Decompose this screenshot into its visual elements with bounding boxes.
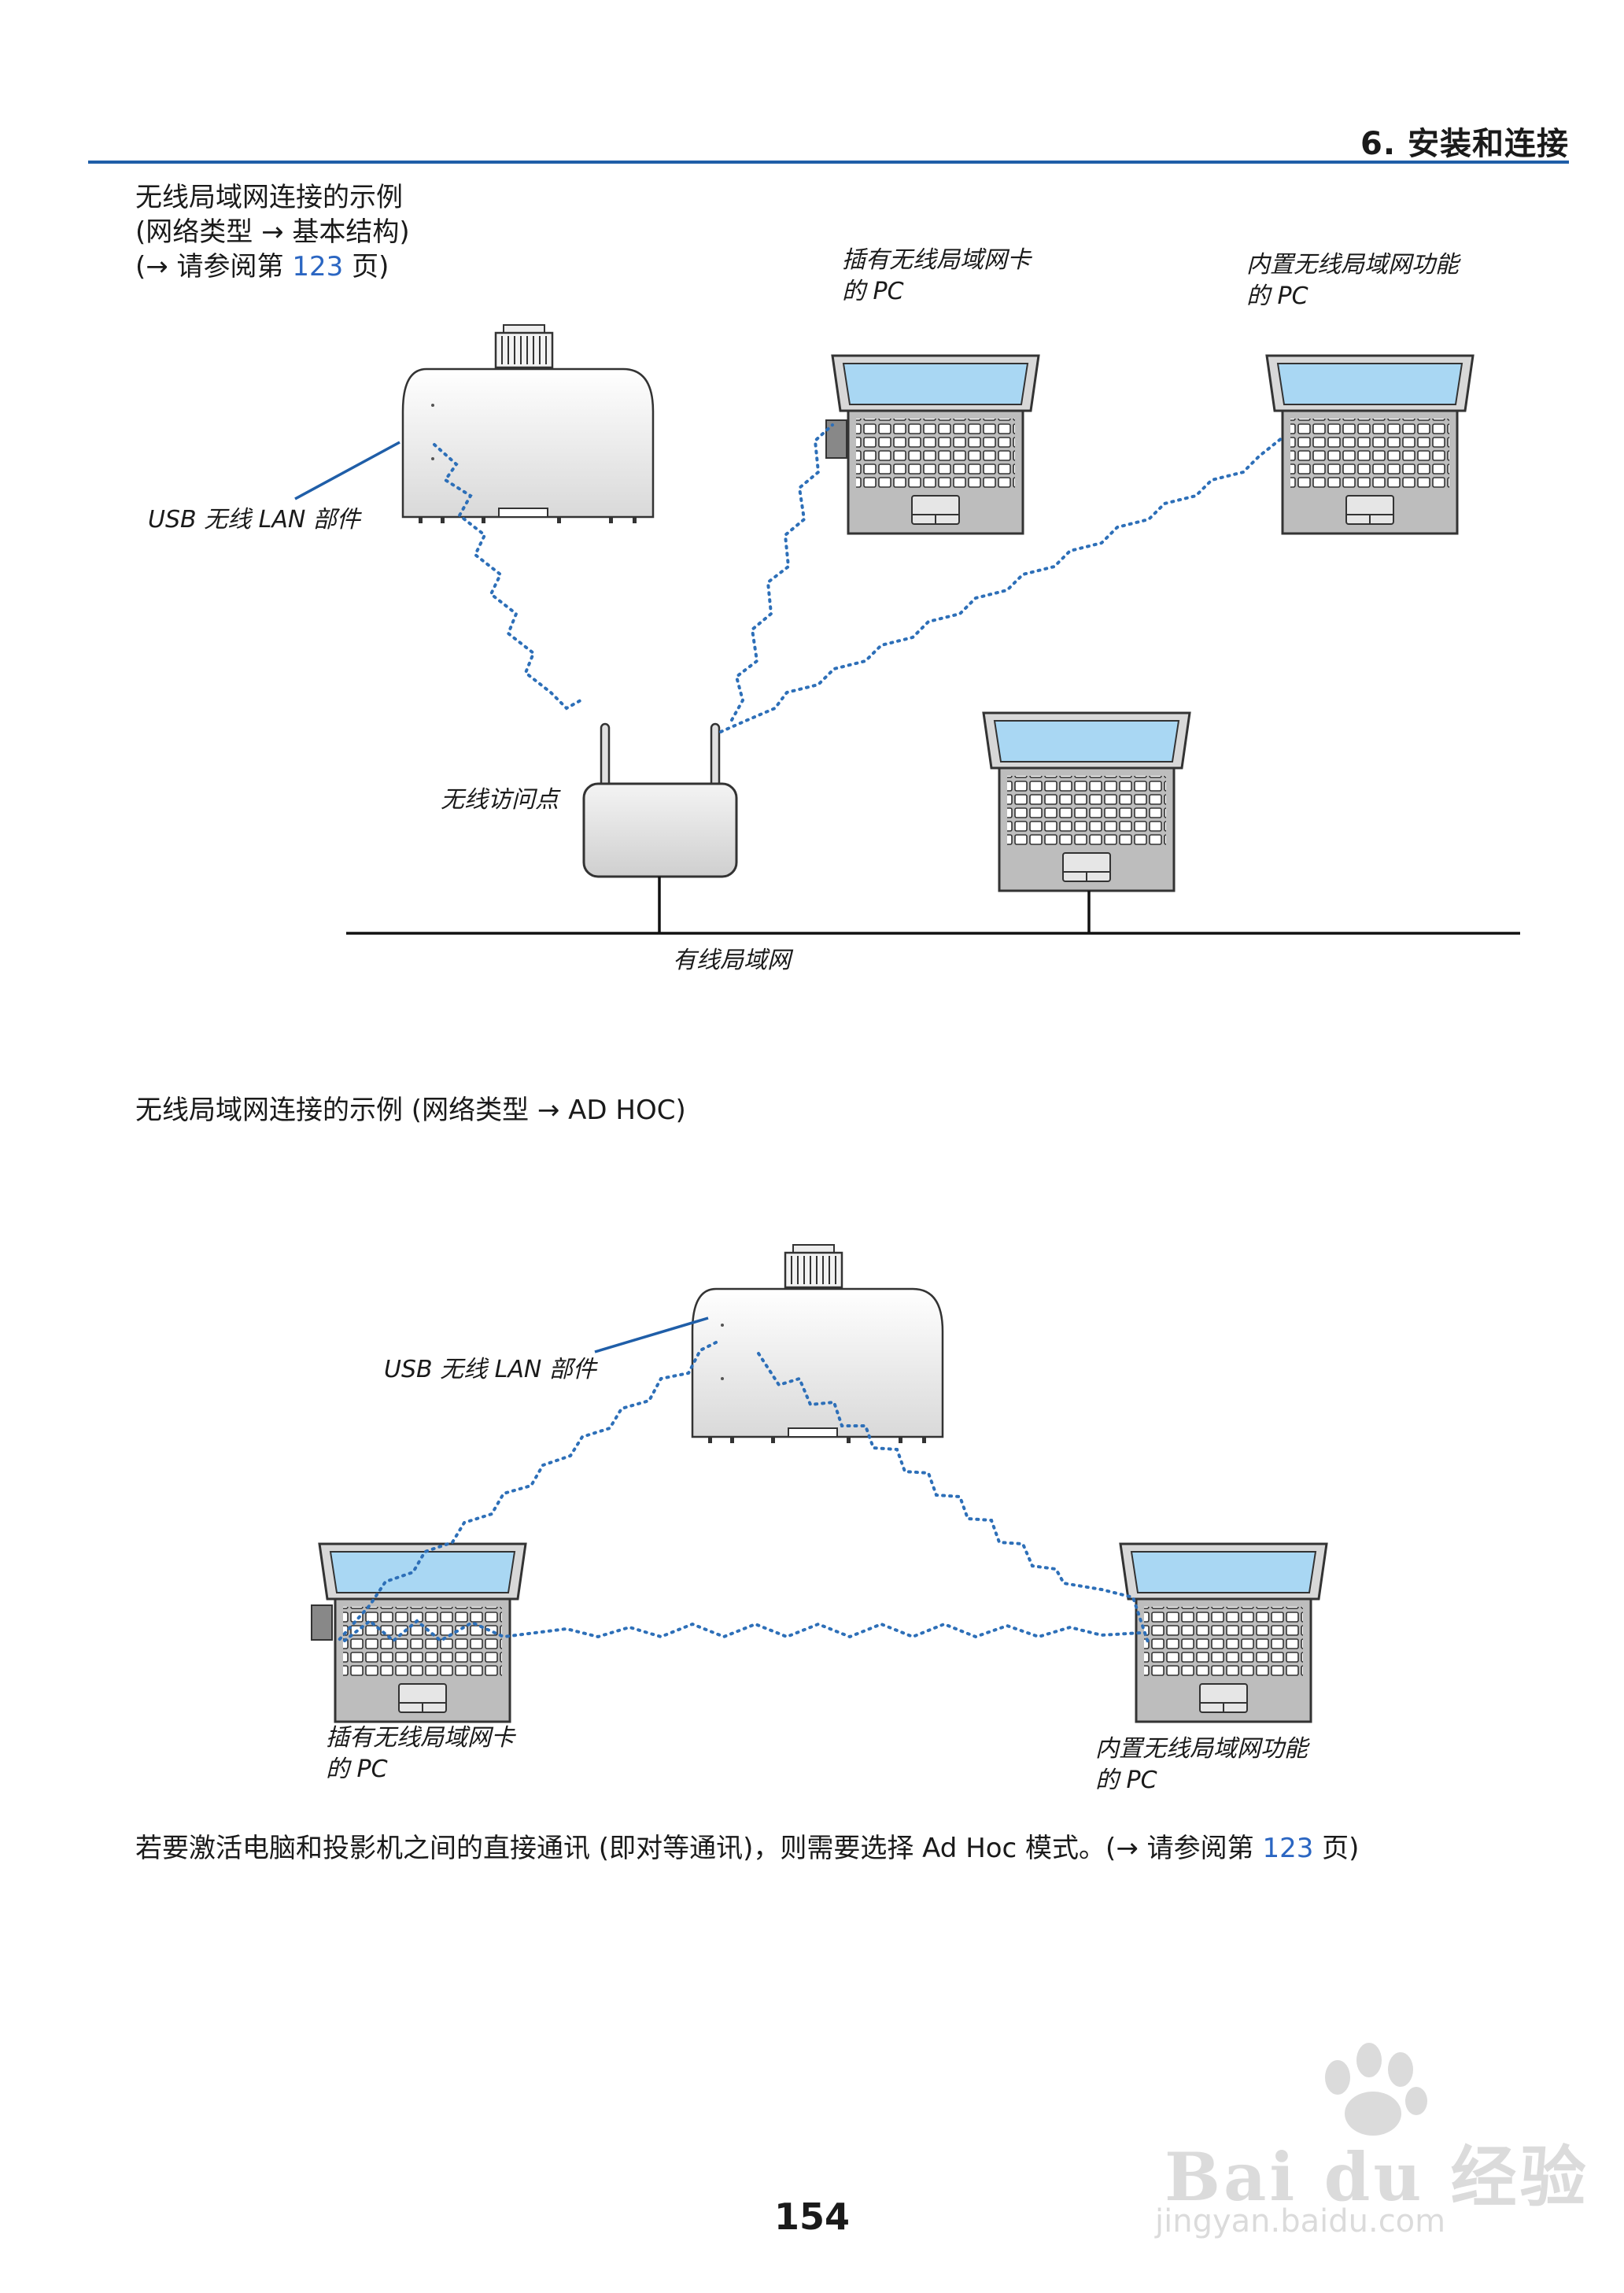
label-pc-builtin-adhoc: 内置无线局域网功能 bbox=[1095, 1735, 1308, 1763]
label-access-point: 无线访问点 bbox=[441, 786, 559, 814]
watermark-brand: Bai du 经验 bbox=[1164, 2138, 1589, 2216]
label-pc-builtin-2: 的 PC bbox=[1246, 282, 1308, 310]
label-pc-card-2: 的 PC bbox=[842, 278, 904, 305]
projector-2 bbox=[691, 1243, 944, 1445]
page-link[interactable]: 123 bbox=[292, 251, 344, 282]
usb-unit-leader bbox=[294, 441, 400, 500]
chapter-title: 6. 安装和连接 bbox=[1360, 126, 1569, 162]
label-pc-builtin: 内置无线局域网功能 bbox=[1246, 251, 1459, 279]
section1-network-type: (网络类型 → 基本结构) bbox=[135, 216, 410, 248]
access-point bbox=[582, 722, 738, 878]
laptop-with-card bbox=[831, 354, 1040, 535]
label-usb-unit: USB 无线 LAN 部件 bbox=[148, 506, 360, 534]
wireless-card bbox=[825, 419, 847, 459]
label-pc-builtin-adhoc-2: 的 PC bbox=[1095, 1767, 1157, 1794]
label-pc-card-adhoc-2: 的 PC bbox=[326, 1756, 388, 1783]
laptop-wired bbox=[982, 711, 1191, 892]
projector-1 bbox=[401, 323, 655, 525]
baidu-watermark bbox=[1325, 2043, 1427, 2136]
watermark-url: jingyan.baidu.com bbox=[1155, 2203, 1446, 2239]
section1-title: 无线局域网连接的示例 bbox=[135, 182, 403, 213]
label-pc-card: 插有无线局域网卡 bbox=[842, 246, 1031, 274]
wireless-signals-1 bbox=[433, 423, 1284, 733]
wired-lan-line bbox=[346, 877, 1520, 935]
wireless-card-adhoc bbox=[311, 1604, 333, 1641]
adhoc-note: 若要激活电脑和投影机之间的直接通讯 (即对等通讯)，则需要选择 Ad Hoc 模… bbox=[135, 1833, 1360, 1864]
usb-unit-leader-2 bbox=[594, 1316, 709, 1353]
laptop-builtin bbox=[1265, 354, 1475, 535]
section1-reference: (→ 请参阅第 123 页) bbox=[135, 251, 389, 282]
section2-title: 无线局域网连接的示例 (网络类型 → AD HOC) bbox=[135, 1095, 686, 1126]
page-link[interactable]: 123 bbox=[1262, 1833, 1314, 1864]
laptop-builtin-adhoc bbox=[1119, 1542, 1328, 1723]
label-wired-lan: 有线局域网 bbox=[673, 947, 791, 974]
label-usb-unit-2: USB 无线 LAN 部件 bbox=[384, 1356, 596, 1383]
wireless-signals-2 bbox=[337, 1341, 1150, 1646]
page-number: 154 bbox=[773, 2195, 851, 2238]
header-rule bbox=[88, 161, 1569, 164]
label-pc-card-adhoc: 插有无线局域网卡 bbox=[326, 1724, 515, 1752]
